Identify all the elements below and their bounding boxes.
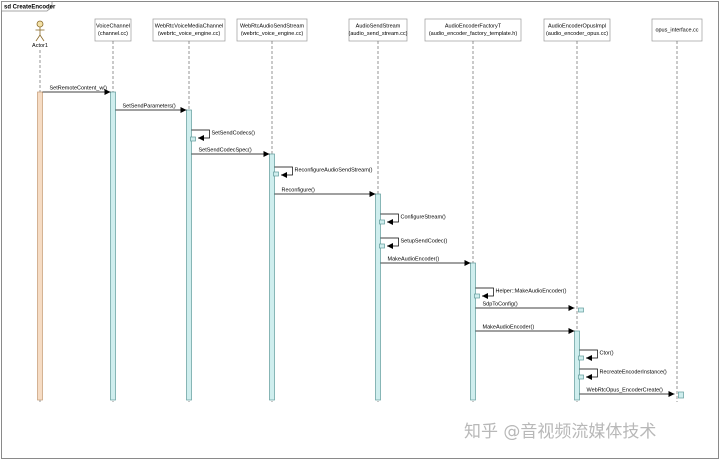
self-message-arrow xyxy=(380,237,399,249)
participant-voice-channel: VoiceChannel(channel.cc) xyxy=(94,18,132,42)
message: Ctor() xyxy=(579,349,614,361)
participant-name: AudioEncoderFactoryT xyxy=(445,24,502,30)
message: WebRtcOpus_EncoderCreate() xyxy=(579,388,675,397)
activation-bar xyxy=(269,153,275,401)
activation-bar xyxy=(37,91,43,401)
participant-name: AudioSendStream xyxy=(356,24,401,30)
message: ReconfigureAudioSendStream() xyxy=(274,166,373,178)
participant-name: AudioEncoderOpusImpl xyxy=(548,24,606,30)
activation-bar xyxy=(273,171,279,177)
participant-name: opus_interface.cc xyxy=(655,28,698,34)
activation-bar xyxy=(379,243,385,249)
message-label: Helper::MakeAudioEncoder() xyxy=(496,289,567,295)
message: SdpToConfig() xyxy=(475,302,575,311)
message: MakeAudioEncoder() xyxy=(475,325,575,334)
actor-figure xyxy=(35,20,45,42)
activation-bar xyxy=(578,355,584,361)
participant-file: (audio_send_stream.cc) xyxy=(348,31,407,37)
activation-bar xyxy=(470,262,476,401)
message-label: Reconfigure() xyxy=(282,188,315,194)
activation-bar xyxy=(379,219,385,225)
watermark: 知乎 @音视频流媒体技术 xyxy=(464,422,656,442)
message: SetupSendCodec() xyxy=(380,237,448,249)
participant-audio-encoder-factory-t: AudioEncoderFactoryT(audio_encoder_facto… xyxy=(424,18,522,42)
activation-bar xyxy=(110,91,116,401)
participant-file: (webrtc_voice_engine.cc) xyxy=(158,31,221,37)
participant-webrtc-voice-media-channel: WebRtcVoiceMediaChannel(webrtc_voice_eng… xyxy=(152,18,226,42)
activation-bar xyxy=(375,193,381,401)
participant-name: WebRtcVoiceMediaChannel xyxy=(155,24,223,30)
activation-bar xyxy=(474,293,480,299)
message: SetSendCodecSpec() xyxy=(191,148,270,157)
message: Helper::MakeAudioEncoder() xyxy=(475,287,567,299)
participant-audio-send-stream: AudioSendStream(audio_send_stream.cc) xyxy=(348,18,408,42)
self-message-arrow xyxy=(274,166,293,178)
message: SetRemoteContent_w() xyxy=(42,86,111,95)
self-message-arrow xyxy=(475,287,494,299)
participant-file: (audio_encoder_factory_template.h) xyxy=(429,31,518,37)
participant-box xyxy=(236,18,308,42)
message: SetSendParameters() xyxy=(115,104,187,113)
activation-bar xyxy=(186,109,192,401)
message: Reconfigure() xyxy=(274,188,376,197)
participant-box xyxy=(424,18,522,42)
activation-bar xyxy=(574,330,580,401)
message-label: MakeAudioEncoder() xyxy=(388,257,440,263)
participant-name: VoiceChannel xyxy=(96,24,130,30)
message-label: SetSendParameters() xyxy=(123,104,176,110)
participant-box xyxy=(543,18,611,42)
activation-bar xyxy=(190,136,196,142)
participant-file: (channel.cc) xyxy=(98,31,128,37)
participant-file: (webrtc_voice_engine.cc) xyxy=(241,31,304,37)
actor: Actor1 xyxy=(32,20,48,49)
actor-name: Actor1 xyxy=(32,43,48,49)
participant-file: (audio_encoder_opus.cc) xyxy=(546,31,608,37)
message-label: SetupSendCodec() xyxy=(401,239,448,245)
self-message-arrow xyxy=(380,213,399,225)
participant-name: WebRtcAudioSendStream xyxy=(240,24,305,30)
self-message-arrow xyxy=(579,349,598,361)
frame-title-tab xyxy=(1,1,53,12)
participant-opus-interface: opus_interface.cc xyxy=(651,18,703,42)
message: MakeAudioEncoder() xyxy=(380,257,471,266)
activation-bar xyxy=(578,374,584,380)
message-label: SetRemoteContent_w() xyxy=(50,86,108,92)
frame-title: sd CreateEncoder xyxy=(4,5,56,11)
message-label: SetSendCodecSpec() xyxy=(199,148,252,154)
message: RecreateEncoderInstance() xyxy=(579,368,667,380)
participant-box xyxy=(152,18,226,42)
activation-bar xyxy=(578,307,584,313)
participant-audio-encoder-opus-impl: AudioEncoderOpusImpl(audio_encoder_opus.… xyxy=(543,18,611,42)
participant-box xyxy=(348,18,408,42)
message-label: ReconfigureAudioSendStream() xyxy=(295,168,373,174)
message-label: Ctor() xyxy=(600,351,614,357)
participant-webrtc-audio-send-stream: WebRtcAudioSendStream(webrtc_voice_engin… xyxy=(236,18,308,42)
message-label: MakeAudioEncoder() xyxy=(483,325,535,331)
message-label: SdpToConfig() xyxy=(483,302,518,308)
participant-box xyxy=(94,18,132,42)
message: SetSendCodecs() xyxy=(191,129,256,141)
message: ConfigureStream() xyxy=(380,213,446,225)
message-label: WebRtcOpus_EncoderCreate() xyxy=(587,388,663,394)
activation-bar xyxy=(678,391,684,399)
message-label: RecreateEncoderInstance() xyxy=(600,370,667,376)
message-label: ConfigureStream() xyxy=(401,215,446,221)
message-label: SetSendCodecs() xyxy=(212,131,256,137)
self-message-arrow xyxy=(579,368,598,380)
self-message-arrow xyxy=(191,129,210,141)
